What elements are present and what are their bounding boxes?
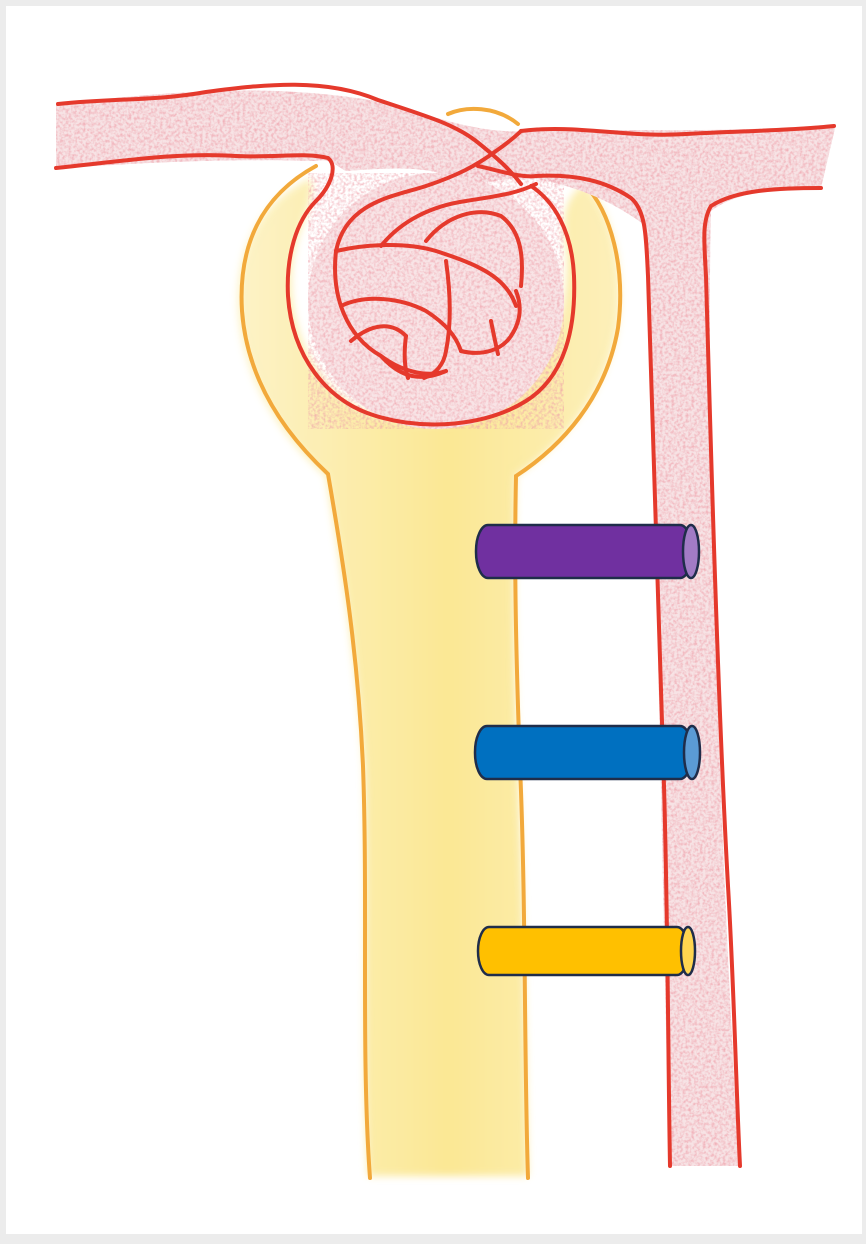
channel-purple-cap: [683, 525, 699, 578]
channel-blue: [475, 726, 700, 779]
channel-yellow: [478, 927, 695, 975]
glomerulus-texture: [308, 173, 564, 429]
diagram-frame: [6, 6, 862, 1234]
channel-purple-body: [476, 525, 692, 578]
channel-blue-cap: [684, 726, 700, 779]
channel-yellow-cap: [681, 927, 695, 975]
channel-blue-body: [475, 726, 692, 779]
channel-purple: [476, 525, 699, 578]
tubule-outline-top: [448, 109, 518, 124]
nephron-diagram: [6, 6, 866, 1244]
channel-yellow-body: [478, 927, 688, 975]
